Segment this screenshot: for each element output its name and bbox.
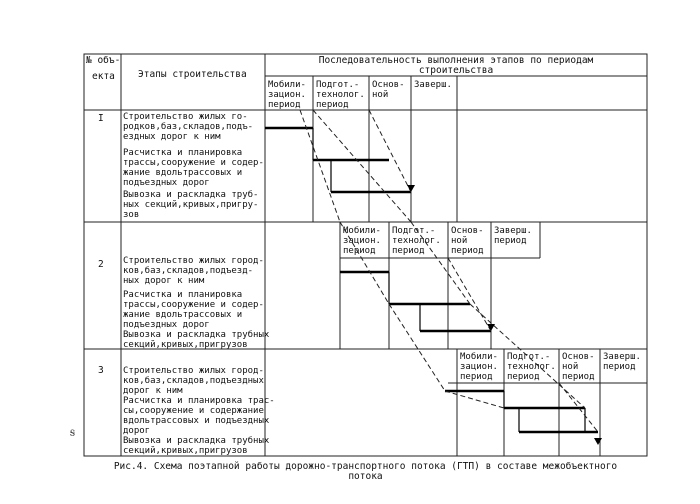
margin-mark: ꭶ (70, 424, 76, 440)
header-num-col-2: екта (92, 71, 115, 82)
period-mob-1: Мобили-зацион.период (268, 80, 306, 110)
object-number-2: 2 (98, 259, 104, 270)
period-prep-2: Подгот.-технолог.период (392, 226, 441, 256)
stage-2-1: Строительство жилых город-ков,баз,складо… (123, 256, 264, 286)
period-main-1: Основ-ной (372, 80, 405, 100)
period-final-1: Заверш. (414, 80, 452, 90)
stage-3-1: Строительство жилых город-ков,баз,складо… (123, 366, 264, 396)
period-prep-3: Подгот.-технолог.период (507, 352, 556, 382)
period-mob-3: Мобили-зацион.период (460, 352, 498, 382)
stage-3-2: Расчистка и планировка трас-сы,сооружени… (123, 396, 275, 436)
object-number-1: I (98, 113, 104, 124)
header-stages: Этапы строительства (138, 69, 247, 80)
period-final-2: Заверш.период (494, 226, 532, 246)
figure-caption: Рис.4. Схема поэтапной работы дорожно-тр… (113, 461, 618, 482)
period-final-3: Заверш.период (603, 352, 641, 372)
stage-1-1: Строительство жилых го-родков,баз,складо… (123, 112, 254, 142)
header-num-col: № объ- (86, 55, 121, 66)
header-sequence: Последовательность выполнения этапов по … (318, 55, 594, 76)
period-prep-1: Подгот.-технолог.период (316, 80, 365, 110)
period-mob-2: Мобили-зацион.период (343, 226, 381, 256)
object-number-3: 3 (98, 365, 104, 376)
stage-1-3: Вывозка и раскладка труб-ных секций,крив… (123, 190, 259, 220)
